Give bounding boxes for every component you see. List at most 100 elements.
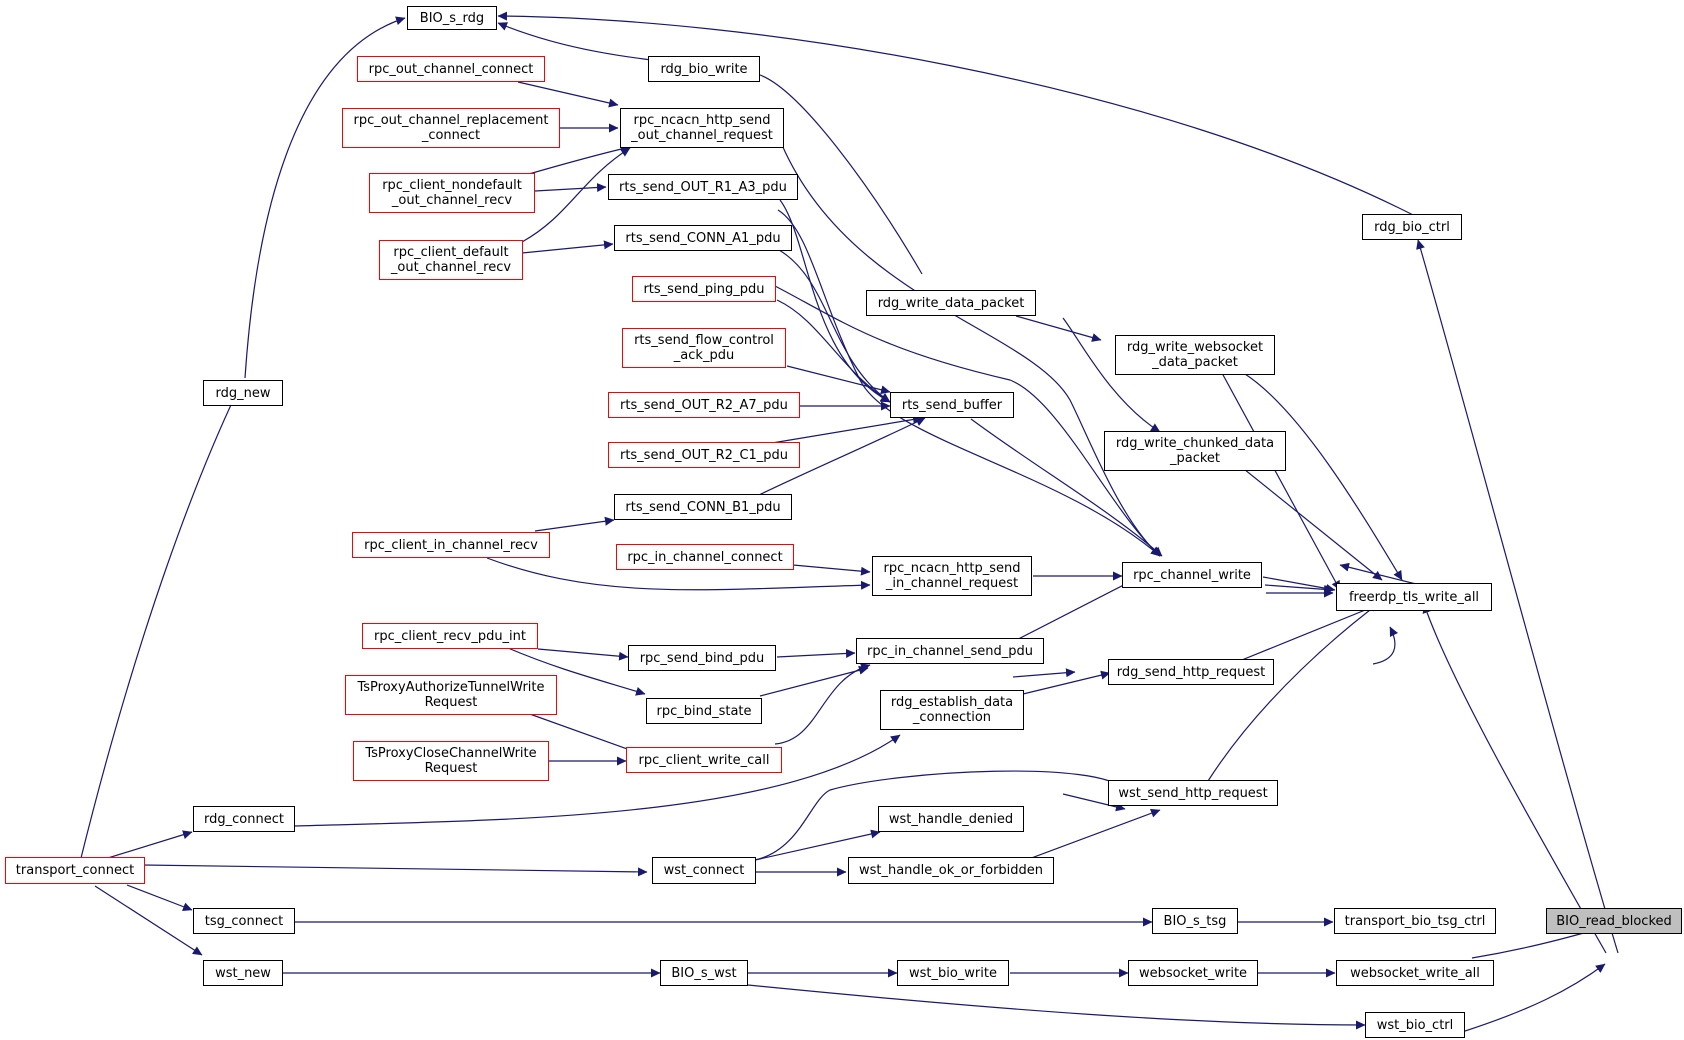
edge [521,144,631,177]
edge [1461,963,1606,1033]
edge [497,11,1420,219]
edge [1262,576,1336,593]
node-rdg-write-data-packet[interactable]: rdg_write_data_packet [866,290,1036,316]
edge [754,829,881,861]
edge [777,209,1161,557]
edge [1244,373,1403,581]
edge [1416,239,1619,954]
node-wst-bio-ctrl[interactable]: wst_bio_ctrl [1365,1012,1465,1038]
edge [786,365,891,395]
edge [778,249,891,403]
edge [759,665,869,697]
node-rdg-bio-ctrl[interactable]: rdg_bio_ctrl [1362,214,1462,240]
edge [126,884,193,911]
edge [486,557,871,591]
node-rdg-establish-data-connection[interactable]: rdg_establish_data _connection [880,690,1024,730]
node-rts-send-buffer[interactable]: rts_send_buffer [890,392,1014,418]
edge [521,147,631,243]
node-tsproxy-close-channel-write-request[interactable]: TsProxyCloseChannelWrite Request [353,741,549,781]
edge [970,418,1163,557]
node-rdg-bio-write[interactable]: rdg_bio_write [648,56,760,82]
edge [1264,584,1334,594]
node-rts-send-out-r2-a7-pdu[interactable]: rts_send_OUT_R2_A7_pdu [608,392,800,418]
edge [747,984,1366,1030]
edge [294,734,901,827]
edge [1009,808,1161,867]
node-rts-send-flow-control-ack-pdu[interactable]: rts_send_flow_control _ack_pdu [622,328,786,368]
edge [779,199,891,403]
node-rpc-ncacn-http-send-out-channel-request[interactable]: rpc_ncacn_http_send _out_channel_request [620,108,784,148]
edge [521,240,614,254]
node-rpc-ncacn-http-send-in-channel-request[interactable]: rpc_ncacn_http_send _in_channel_request [872,556,1032,596]
edge [792,564,871,576]
node-wst-new[interactable]: wst_new [203,960,283,986]
node-wst-connect[interactable]: wst_connect [652,857,756,884]
node-wst-bio-write[interactable]: wst_bio_write [897,960,1009,986]
edge [526,712,645,757]
edge [765,415,923,445]
node-rts-send-conn-b1-pdu[interactable]: rts_send_CONN_B1_pdu [614,494,792,520]
node-rts-send-conn-a1-pdu[interactable]: rts_send_CONN_A1_pdu [614,225,792,251]
node-rpc-send-bind-pdu[interactable]: rpc_send_bind_pdu [628,645,776,671]
node-rpc-client-default-out-channel-recv[interactable]: rpc_client_default _out_channel_recv [379,240,523,280]
edge [1231,603,1381,665]
node-tsproxy-authorize-tunnel-write-request[interactable]: TsProxyAuthorizeTunnelWrite Request [345,675,557,715]
node-rts-send-out-r1-a3-pdu[interactable]: rts_send_OUT_R1_A3_pdu [608,174,798,200]
node-rpc-client-nondefault-out-channel-recv[interactable]: rpc_client_nondefault _out_channel_recv [369,173,535,213]
edge [1015,315,1102,342]
edge [517,81,619,108]
edge [776,299,891,403]
edge [776,648,856,658]
edge [244,16,406,379]
node-tsg-connect[interactable]: tsg_connect [193,908,295,934]
edge [94,885,203,956]
edge [758,417,926,496]
node-transport-bio-tsg-ctrl[interactable]: transport_bio_tsg_ctrl [1334,908,1496,934]
node-rpc-out-channel-replacement-connect[interactable]: rpc_out_channel_replacement _connect [342,108,560,148]
node-bio-read-blocked[interactable]: BIO_read_blocked [1546,908,1682,934]
node-rdg-write-chunked-data-packet[interactable]: rdg_write_chunked_data _packet [1104,431,1286,471]
edge [1022,670,1111,695]
node-wst-handle-ok-or-forbidden[interactable]: wst_handle_ok_or_forbidden [848,857,1054,884]
edge [754,770,1126,861]
node-bio-s-wst[interactable]: BIO_s_wst [660,960,748,986]
edge [534,183,607,192]
edge [534,516,615,532]
node-wst-send-http-request[interactable]: wst_send_http_request [1108,780,1278,806]
edge [1422,603,1607,954]
node-transport-connect[interactable]: transport_connect [5,857,145,884]
node-rpc-channel-write[interactable]: rpc_channel_write [1122,562,1262,588]
node-rdg-connect[interactable]: rdg_connect [193,806,295,832]
edge [507,647,646,696]
edge [1372,626,1399,665]
edge [79,391,238,863]
node-rpc-out-channel-connect[interactable]: rpc_out_channel_connect [357,56,545,82]
node-rts-send-out-r2-c1-pdu[interactable]: rts_send_OUT_R2_C1_pdu [608,442,800,468]
node-rpc-client-recv-pdu-int[interactable]: rpc_client_recv_pdu_int [362,623,538,649]
node-wst-handle-denied[interactable]: wst_handle_denied [878,806,1024,832]
node-rpc-bind-state[interactable]: rpc_bind_state [646,698,762,724]
node-rpc-client-in-channel-recv[interactable]: rpc_client_in_channel_recv [352,532,550,558]
node-rts-send-ping-pdu[interactable]: rts_send_ping_pdu [632,276,776,302]
edge [1221,372,1341,591]
node-rpc-client-write-call[interactable]: rpc_client_write_call [626,747,782,773]
node-rdg-send-http-request[interactable]: rdg_send_http_request [1108,659,1274,685]
edge [142,864,648,877]
node-rpc-in-channel-connect[interactable]: rpc_in_channel_connect [616,544,794,570]
node-bio-s-rdg[interactable]: BIO_s_rdg [407,6,497,30]
node-websocket-write[interactable]: websocket_write [1128,960,1258,986]
edge [1223,452,1383,581]
edge [1062,793,1126,812]
node-websocket-write-all[interactable]: websocket_write_all [1336,960,1494,986]
edge [774,663,871,745]
node-rdg-new[interactable]: rdg_new [203,380,283,406]
edge [781,144,1161,557]
node-bio-s-tsg[interactable]: BIO_s_tsg [1152,908,1238,934]
edge [537,648,629,661]
node-freerdp-tls-write-all[interactable]: freerdp_tls_write_all [1336,583,1492,611]
edge [1012,668,1076,678]
node-rdg-write-websocket-data-packet[interactable]: rdg_write_websocket _data_packet [1115,335,1275,375]
node-rpc-in-channel-send-pdu[interactable]: rpc_in_channel_send_pdu [856,638,1044,664]
edge [774,285,1161,557]
edge [497,22,923,275]
